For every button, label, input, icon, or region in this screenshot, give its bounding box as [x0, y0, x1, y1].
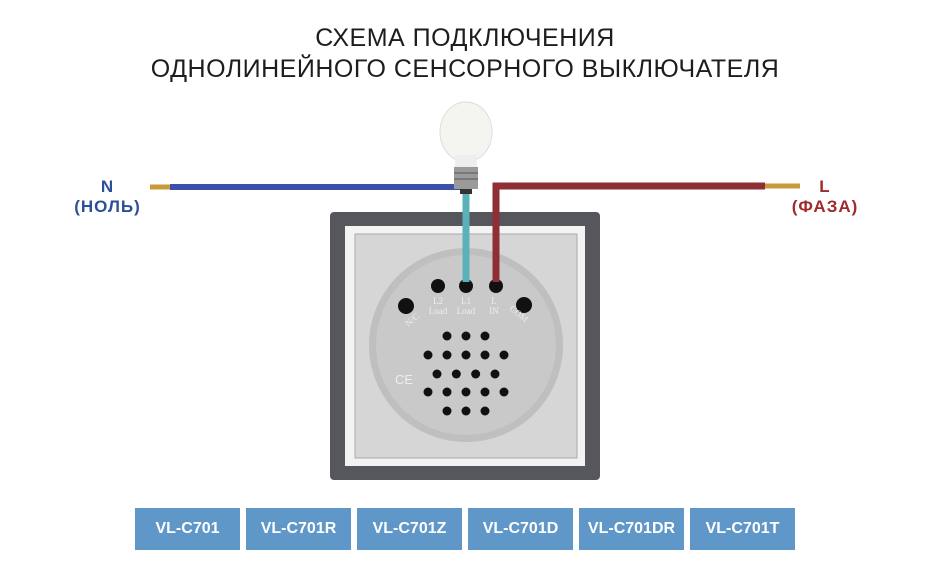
vent-hole: [442, 350, 452, 360]
vent-hole: [423, 350, 433, 360]
vent-holes: [423, 331, 509, 416]
vent-hole: [442, 331, 452, 341]
model-badge: VL-C701: [135, 508, 240, 550]
vent-hole: [461, 350, 471, 360]
phase-letter: L: [819, 177, 831, 196]
phase-name: (ФАЗА): [791, 197, 859, 216]
model-list: VL-C701 VL-C701R VL-C701Z VL-C701D VL-C7…: [135, 508, 795, 550]
neutral-label: N (НОЛЬ): [60, 177, 155, 217]
vent-hole: [432, 369, 442, 379]
terminal-label: Load: [429, 306, 448, 316]
light-bulb-icon: [439, 101, 493, 194]
model-badge: VL-C701DR: [579, 508, 684, 550]
terminal-label: L: [491, 296, 497, 306]
title-line-2: ОДНОЛИНЕЙНОГО СЕНСОРНОГО ВЫКЛЮЧАТЕЛЯ: [150, 55, 780, 83]
neutral-letter: N: [100, 177, 115, 196]
terminal-label: L2: [433, 296, 443, 306]
title-line-1: СХЕМА ПОДКЛЮЧЕНИЯ: [315, 24, 615, 52]
vent-hole: [480, 406, 490, 416]
vent-hole: [451, 369, 461, 379]
vent-hole: [423, 387, 433, 397]
vent-hole: [461, 406, 471, 416]
vent-hole: [461, 331, 471, 341]
ce-mark: CE: [395, 372, 413, 387]
terminal-label: L1: [461, 296, 471, 306]
phase-label: L (ФАЗА): [770, 177, 880, 217]
vent-hole: [480, 350, 490, 360]
vent-hole: [490, 369, 500, 379]
vent-hole: [442, 406, 452, 416]
model-badge: VL-C701R: [246, 508, 351, 550]
phase-wire: [492, 182, 765, 282]
vent-hole: [461, 387, 471, 397]
model-badge: VL-C701T: [690, 508, 795, 550]
vent-hole: [499, 350, 509, 360]
vent-hole: [442, 387, 452, 397]
vent-hole: [480, 331, 490, 341]
terminal-label: Load: [457, 306, 476, 316]
vent-hole: [480, 387, 490, 397]
vent-hole: [499, 387, 509, 397]
terminal-label: IN: [489, 306, 499, 316]
model-badge: VL-C701Z: [357, 508, 462, 550]
model-badge: VL-C701D: [468, 508, 573, 550]
vent-hole: [471, 369, 481, 379]
neutral-name: (НОЛЬ): [74, 197, 141, 216]
